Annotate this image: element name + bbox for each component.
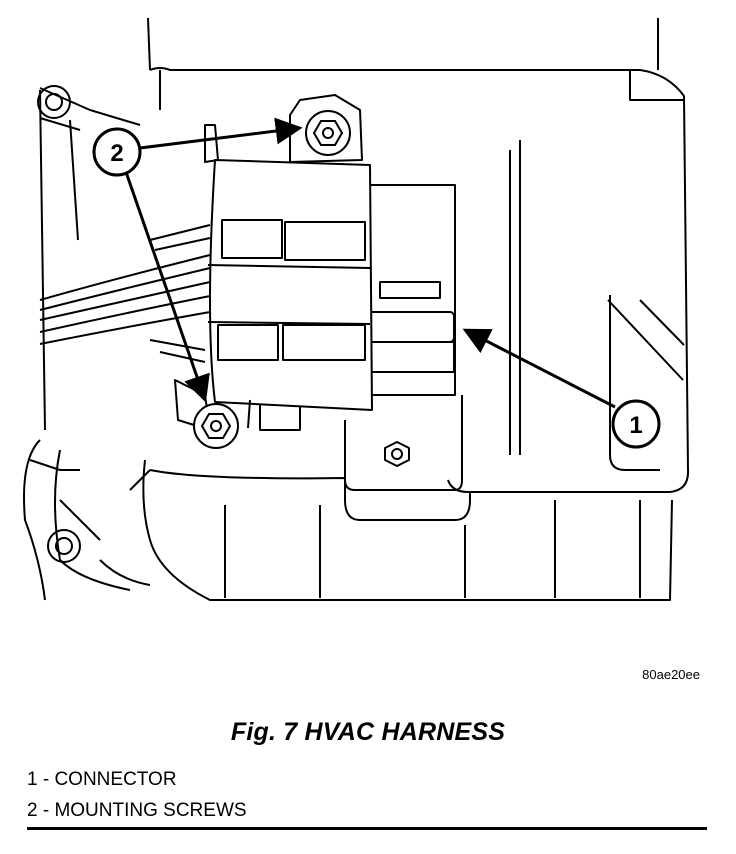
callout-legend: 1 - CONNECTOR 2 - MOUNTING SCREWS bbox=[27, 764, 247, 826]
legend-item-mounting-screws: 2 - MOUNTING SCREWS bbox=[27, 800, 247, 821]
wire-harness bbox=[39, 224, 211, 363]
hvac-housing bbox=[23, 17, 690, 601]
legend-item-connector: 1 - CONNECTOR bbox=[27, 769, 177, 790]
callout-1-number: 1 bbox=[629, 412, 642, 439]
bottom-divider bbox=[27, 827, 707, 830]
callout-2: 2 bbox=[92, 127, 142, 177]
mounting-screw-top bbox=[305, 110, 351, 156]
leader-lines bbox=[124, 117, 616, 409]
mounting-screw-bottom bbox=[193, 403, 239, 449]
figure-title: Fig. 7 HVAC HARNESS bbox=[230, 718, 506, 746]
callout-1: 1 bbox=[611, 399, 661, 449]
connector-body bbox=[174, 94, 456, 431]
callout-2-number: 2 bbox=[110, 140, 123, 167]
hvac-harness-illustration: 2 1 bbox=[23, 17, 690, 601]
figure-code: 80ae20ee bbox=[642, 667, 700, 682]
